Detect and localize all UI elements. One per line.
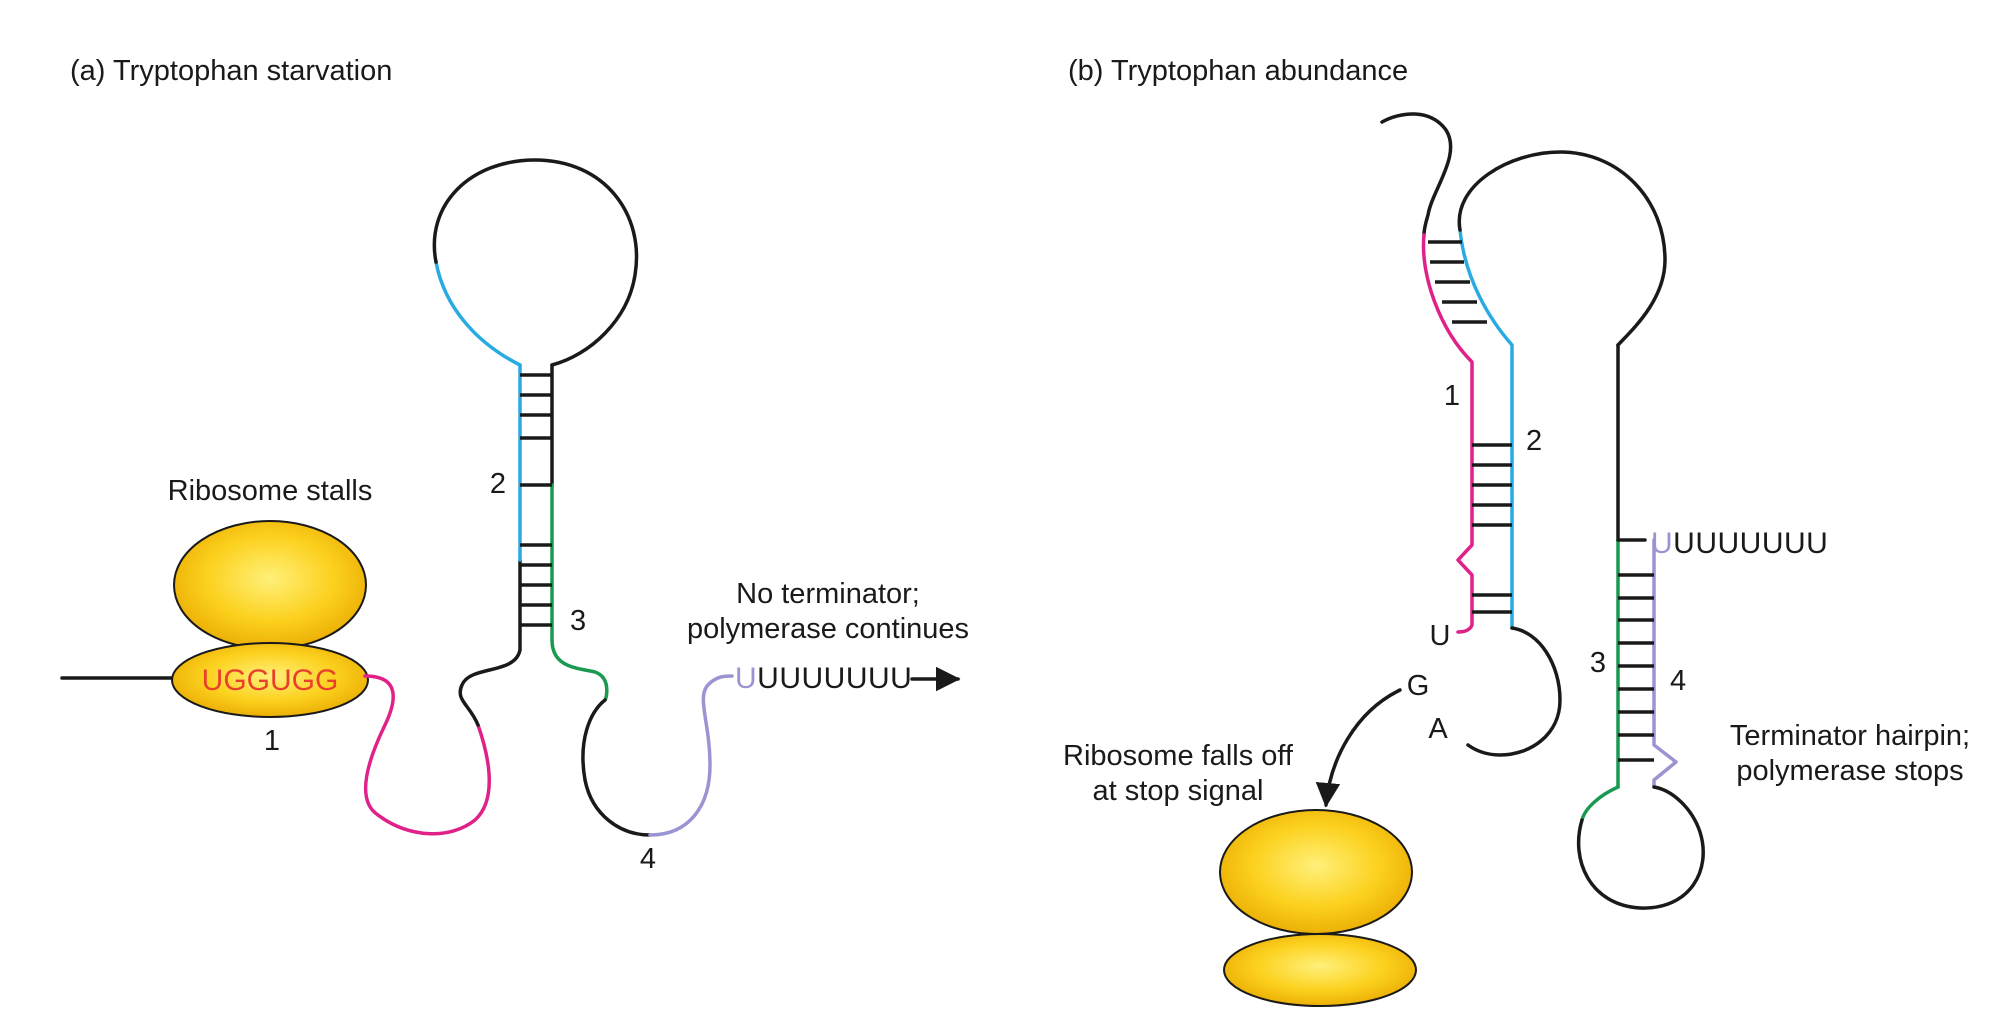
region-2-label: 2 [490, 468, 506, 500]
poly-u-rest: UUUUUUU [757, 662, 912, 695]
ribosome-large-subunit [173, 520, 367, 650]
region-4-strand-b [1652, 538, 1678, 789]
region-2-label-b: 2 [1526, 425, 1542, 457]
loop-top-a [432, 158, 639, 367]
panel-b-title: (b) Tryptophan abundance [1068, 55, 1408, 87]
base-pairs-2-3 [520, 373, 552, 627]
no-terminator-line1: No terminator; [736, 578, 920, 610]
region-3-label: 3 [570, 605, 586, 637]
base-pairs-3-4 [1618, 573, 1654, 762]
poly-u-tail-b: UUUUUUUU [1651, 527, 1828, 560]
region-4-label: 4 [640, 843, 656, 875]
region-3-tail [550, 638, 609, 702]
loop-top-b [1457, 150, 1667, 347]
region-3-label-b: 3 [1590, 647, 1606, 679]
panel-b: (b) Tryptophan abundance 1 2 U [1063, 55, 1970, 1007]
stop-loop-b [1466, 626, 1562, 757]
ribosome-stalls-label: Ribosome stalls [168, 475, 373, 507]
ribosome-falls-line1: Ribosome falls off [1063, 740, 1294, 772]
region-1-strand [363, 674, 491, 836]
region-1-label-b: 1 [1444, 380, 1460, 412]
ribosome-stalled [171, 520, 369, 718]
stop-codon-g: G [1407, 670, 1430, 702]
falloff-arrow [1315, 688, 1402, 808]
region-4-label-b: 4 [1670, 665, 1686, 697]
region-2-loop-arc [434, 260, 522, 367]
strand-tail-b [1380, 112, 1453, 237]
poly-u-tail: UUUUUUUU [735, 662, 912, 695]
stop-codon-a: A [1428, 713, 1448, 745]
poly-u-first: U [735, 662, 757, 695]
terminator-loop [1576, 785, 1705, 910]
region-4-strand [648, 674, 734, 837]
stop-codon-u: U [1430, 620, 1451, 652]
ribosome-small-subunit [171, 642, 369, 718]
terminator-line1: Terminator hairpin; [1730, 720, 1970, 752]
ribosome-released [1219, 809, 1417, 1007]
ribosome-large-subunit-b [1219, 809, 1413, 935]
no-terminator-line2: polymerase continues [687, 613, 969, 645]
region-1-label: 1 [264, 725, 280, 757]
terminator-line2: polymerase stops [1736, 755, 1963, 787]
base-pairs-1-2 [1428, 240, 1512, 614]
panel-a: (a) Tryptophan starvation UGGUGG Ribosom… [60, 55, 969, 875]
region-2-strand-b [1458, 228, 1514, 630]
poly-u-first-b: U [1651, 527, 1673, 560]
strand-connector-a2 [581, 698, 652, 837]
strand-connector-a1 [458, 598, 522, 727]
panel-a-title: (a) Tryptophan starvation [70, 55, 392, 87]
region-1-strand-b [1421, 233, 1474, 634]
region-3-loop-arc [1580, 785, 1620, 822]
poly-u-rest-b: UUUUUUU [1673, 527, 1828, 560]
ribosome-small-subunit-b [1223, 933, 1417, 1007]
ribosome-falls-line2: at stop signal [1093, 775, 1264, 807]
trp-codons: UGGUGG [202, 664, 339, 697]
